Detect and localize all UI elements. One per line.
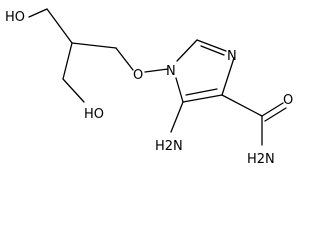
bond-co-o bbox=[261, 102, 284, 117]
atom-amide-o: O bbox=[283, 93, 293, 108]
bond-c4-c5 bbox=[182, 94, 223, 103]
atom-amide-n: H2N bbox=[247, 152, 275, 167]
bond-c2-n3 bbox=[196, 39, 227, 52]
bond-c5-nh2 bbox=[170, 101, 184, 133]
atom-ho-top: HO bbox=[5, 10, 25, 25]
atom-ho-bottom: HO bbox=[84, 107, 104, 122]
bond-n3-c4 bbox=[221, 57, 235, 96]
bond-ch-ch2-lower bbox=[62, 42, 73, 80]
structure-canvas: HO HO O N N H2N O H2N bbox=[5, 8, 293, 167]
bond-n1-c2 bbox=[176, 39, 198, 62]
bond-oh-top bbox=[28, 8, 48, 18]
bond-ch2-oh-bottom bbox=[62, 78, 85, 103]
atom-ring-n3: N bbox=[227, 49, 237, 64]
bond-c2-n3-double bbox=[200, 45, 225, 56]
bond-o-n1 bbox=[144, 68, 169, 73]
bond-c4-c5-double bbox=[185, 88, 218, 96]
atom-amine: H2N bbox=[155, 139, 183, 154]
bond-ch-ch2-right bbox=[71, 42, 117, 49]
atom-ether-o: O bbox=[133, 68, 143, 83]
bond-c4-co bbox=[221, 94, 263, 117]
bond-co-o-double bbox=[264, 107, 287, 122]
molecule-diagram: HO HO O N N H2N O H2N bbox=[5, 8, 293, 167]
bond-ch2-o bbox=[115, 47, 134, 71]
atom-ring-n1: N bbox=[166, 64, 176, 79]
bond-ch2-top bbox=[46, 8, 73, 44]
bond-c5-n1 bbox=[175, 77, 184, 103]
